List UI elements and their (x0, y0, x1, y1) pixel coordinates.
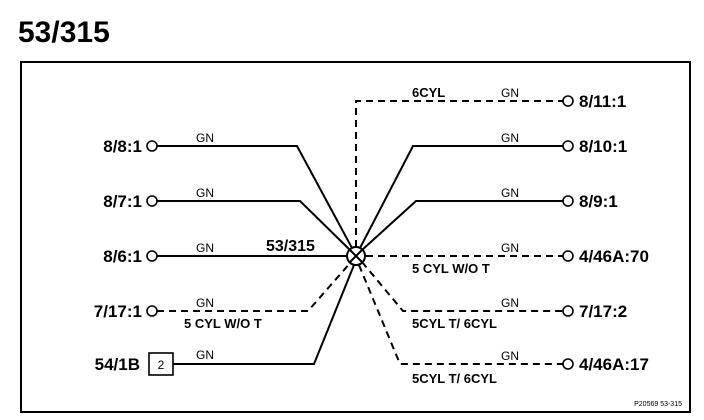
terminal-label: 54/1B (95, 355, 140, 374)
terminal-pin (146, 250, 158, 262)
terminal-label: 8/8:1 (103, 137, 142, 156)
wire-color: GN (196, 296, 214, 310)
terminal-label: 8/10:1 (579, 137, 627, 156)
wire-right-8-9-1: 8/9:1 GN (361, 186, 618, 251)
wire-color: GN (501, 296, 519, 310)
wire-line (359, 145, 563, 249)
terminal-label: 7/17:1 (94, 302, 142, 321)
terminal-pin (562, 195, 574, 207)
wire-right-8-11-1: 8/11:1 GN 6CYL (355, 85, 626, 247)
wire-color: GN (196, 131, 214, 145)
wire-condition: 6CYL (412, 85, 445, 100)
wire-color: GN (196, 348, 214, 362)
terminal-pin (562, 250, 574, 262)
terminal-label: 8/6:1 (103, 247, 142, 266)
wire-right-4-46a-17: 4/46A:17 GN 5CYL T/ 6CYL (358, 264, 649, 386)
terminal-label: 8/11:1 (579, 92, 626, 111)
figure-reference: P20569 53-315 (634, 401, 682, 408)
wire-line (361, 200, 563, 251)
wire-left-8-7-1: 8/7:1 GN (103, 186, 351, 251)
terminal-pin (562, 140, 574, 152)
terminal-label: 4/46A:70 (579, 247, 649, 266)
wire-color: GN (196, 186, 214, 200)
wire-line (173, 264, 355, 365)
connector-box-number: 2 (158, 358, 165, 372)
connector-box (148, 352, 174, 376)
wire-color: GN (501, 241, 519, 255)
terminal-pin (146, 305, 158, 317)
terminal-pin (562, 358, 574, 370)
wire-right-4-46a-70: 4/46A:70 GN 5 CYL W/O T (366, 241, 649, 276)
wire-line (355, 100, 563, 247)
splice-label: 53/315 (266, 238, 315, 255)
wire-condition: 5CYL T/ 6CYL (412, 371, 497, 386)
wire-condition: 5CYL T/ 6CYL (412, 316, 497, 331)
wire-right-7-17-2: 7/17:2 GN 5CYL T/ 6CYL (361, 261, 627, 331)
terminal-pin (562, 305, 574, 317)
wire-left-54-1b: 2 54/1B GN (95, 264, 355, 376)
wire-left-8-8-1: 8/8:1 GN (103, 131, 353, 249)
wire-condition: 5 CYL W/O T (412, 261, 490, 276)
terminal-pin (562, 95, 574, 107)
diagram-frame (20, 61, 691, 413)
wire-color: GN (501, 186, 519, 200)
wire-line (157, 200, 351, 251)
wire-line (358, 264, 563, 365)
terminal-pin (146, 140, 158, 152)
wire-condition: 5 CYL W/O T (184, 316, 262, 331)
wire-line (157, 261, 352, 312)
terminal-label: 4/46A:17 (579, 355, 649, 374)
wire-color: GN (501, 349, 519, 363)
wire-left-8-6-1: 8/6:1 GN (103, 241, 347, 266)
wire-color: GN (501, 86, 519, 100)
terminal-pin (146, 195, 158, 207)
splice-cross-b (348, 248, 364, 264)
terminal-label: 8/9:1 (579, 192, 618, 211)
terminal-label: 7/17:2 (579, 302, 627, 321)
wire-left-7-17-1: 7/17:1 GN 5 CYL W/O T (94, 261, 352, 331)
wire-color: GN (501, 131, 519, 145)
wire-line (157, 145, 353, 249)
terminal-label: 8/7:1 (103, 192, 142, 211)
wire-color: GN (196, 241, 214, 255)
wire-right-8-10-1: 8/10:1 GN (359, 131, 627, 249)
diagram-title: 53/315 (18, 16, 110, 49)
wire-line (361, 261, 563, 312)
